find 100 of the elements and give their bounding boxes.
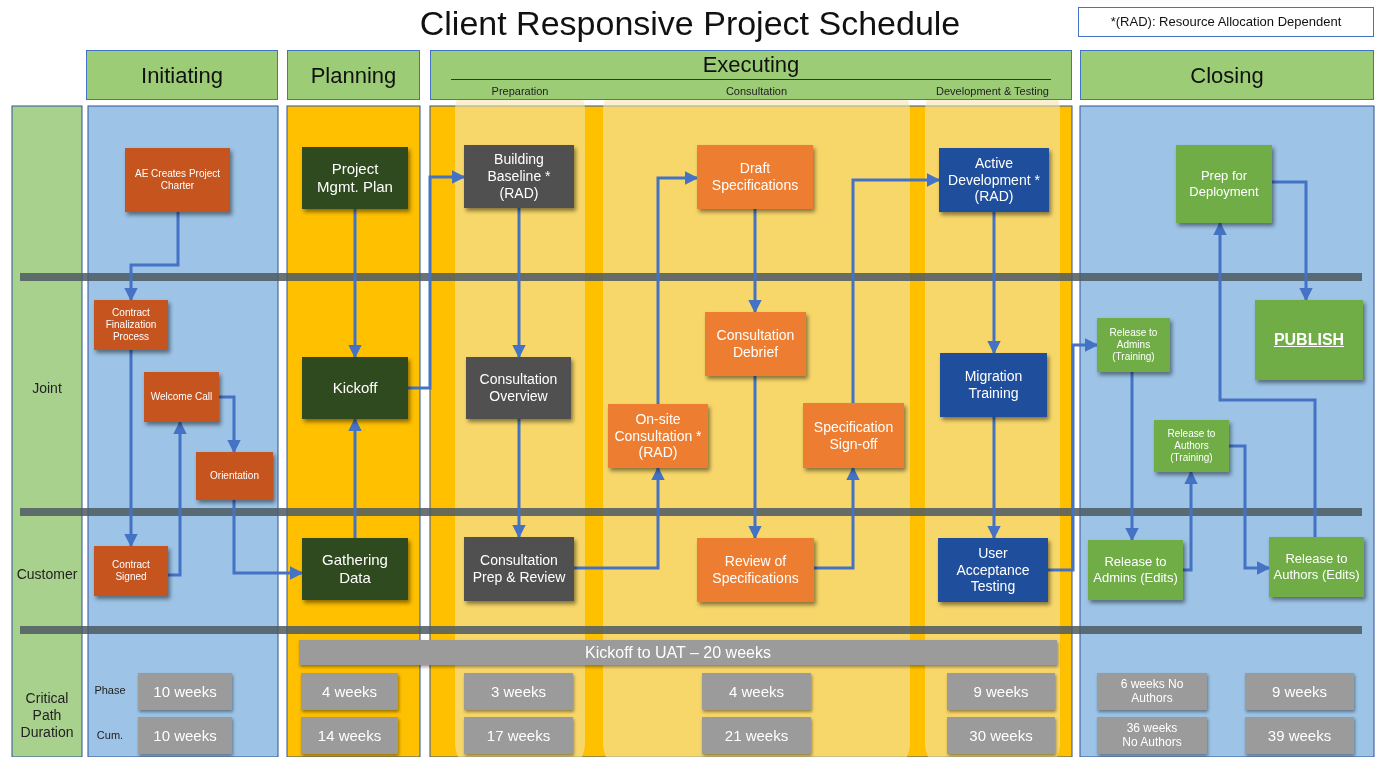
duration-text: 14 weeks: [317, 726, 382, 745]
duration-text: 21 weeks: [724, 726, 789, 745]
process-box: [1154, 420, 1229, 472]
process-box: [939, 148, 1049, 212]
duration-text: 17 weeks: [486, 726, 551, 745]
duration-box: [1245, 673, 1354, 710]
arrow: [656, 171, 699, 404]
diagram-title: Client Responsive Project Schedule: [418, 4, 962, 43]
note-text: *(RAD): Resource Allocation Dependent: [1110, 14, 1342, 30]
process-box: [302, 147, 408, 209]
step-label: On-site Consultation *(RAD): [614, 410, 702, 462]
arrow: [1272, 180, 1313, 302]
step-label: Draft Specifications: [710, 160, 800, 194]
arrow: [748, 376, 762, 540]
stage-label: Consultation: [724, 85, 789, 99]
process-box: [1097, 318, 1170, 372]
step-label: Release to Authors (Edits): [1273, 551, 1360, 583]
step-label: Project Mgmt. Plan: [316, 160, 394, 196]
step-label: Active Development *(RAD): [947, 154, 1041, 206]
arrow: [219, 395, 241, 454]
process-box: [608, 404, 708, 468]
process-box: [302, 357, 408, 419]
process-box: [144, 372, 219, 422]
process-box: [464, 145, 574, 208]
step-label: Welcome Call: [150, 391, 213, 403]
stage-label: Preparation: [490, 85, 550, 99]
process-box: [940, 353, 1047, 417]
process-box: [697, 145, 813, 209]
step-label: Release to Admins (Training): [1108, 327, 1159, 363]
process-box: [1269, 537, 1364, 597]
arrow: [987, 212, 1001, 355]
arrow: [1183, 470, 1198, 572]
step-label: Migration Training: [963, 368, 1024, 402]
arrow: [512, 208, 526, 359]
row-label: Phase: [93, 684, 127, 698]
row-label: Cum.: [95, 729, 125, 743]
process-box: [697, 538, 814, 602]
arrow: [348, 209, 362, 359]
process-box: [94, 546, 168, 596]
phase-header: [430, 50, 1072, 100]
process-box: [94, 300, 168, 350]
duration-text: 10 weeks: [153, 726, 217, 745]
arrow: [1048, 338, 1099, 572]
process-box: [196, 452, 273, 500]
phase-title: Closing: [1190, 63, 1264, 90]
duration-box: [464, 717, 573, 754]
arrow: [851, 173, 941, 403]
phase-title: Initiating: [141, 63, 223, 90]
duration-text: Kickoff to UAT – 20 weeks: [585, 642, 771, 663]
duration-box: [702, 673, 811, 710]
duration-box: [1245, 717, 1354, 754]
arrow: [232, 500, 304, 580]
process-box: [466, 357, 571, 419]
arrow: [748, 209, 762, 314]
duration-text: 10 weeks: [153, 682, 217, 701]
phase-title: Executing: [702, 52, 800, 79]
lane-label: Customer: [15, 566, 79, 583]
arrow: [408, 170, 466, 390]
timeline-bar: [299, 640, 1057, 665]
duration-box: [301, 673, 398, 710]
duration-box: [138, 717, 232, 754]
stage-label: Development & Testing: [935, 85, 1050, 99]
duration-box: [1097, 673, 1207, 710]
duration-text: 36 weeks No Authors: [1121, 721, 1183, 750]
duration-box: [947, 717, 1055, 754]
step-label: Orientation: [210, 470, 259, 482]
arrow: [1125, 372, 1139, 542]
step-label: Specification Sign-off: [812, 418, 895, 453]
duration-text: 6 weeks No Authors: [1120, 677, 1184, 706]
lane-label: Critical Path Duration: [19, 690, 75, 741]
duration-text: 3 weeks: [491, 682, 546, 701]
process-box: [1088, 540, 1183, 600]
step-label: PUBLISH: [1273, 330, 1345, 350]
duration-box: [138, 673, 232, 710]
note-box: [1078, 7, 1374, 37]
step-label: Consultation Debrief: [715, 327, 796, 361]
process-box: [1176, 145, 1272, 223]
phase-header: [1080, 50, 1374, 100]
arrow: [1213, 221, 1317, 537]
process-box: [302, 538, 408, 600]
step-label: Contract Signed: [111, 559, 151, 583]
duration-box: [464, 673, 573, 710]
duration-text: 4 weeks: [729, 682, 784, 701]
duration-text: 9 weeks: [1272, 682, 1327, 701]
arrow: [512, 419, 526, 539]
process-box: [464, 537, 574, 601]
step-label: Consultation Overview: [478, 371, 559, 405]
duration-box: [1097, 717, 1207, 754]
step-label: AE Creates Project Charter: [133, 168, 221, 192]
duration-box: [947, 673, 1055, 710]
process-box: [803, 403, 904, 468]
step-label: Building Baseline *(RAD): [486, 151, 552, 202]
step-label: Release to Admins (Edits): [1092, 554, 1179, 586]
process-box: [938, 538, 1048, 602]
process-box: [1255, 300, 1363, 380]
process-box: [705, 312, 806, 376]
arrow: [987, 417, 1001, 540]
process-box: [125, 148, 230, 212]
arrow: [574, 466, 665, 570]
phase-title: Planning: [310, 63, 397, 90]
